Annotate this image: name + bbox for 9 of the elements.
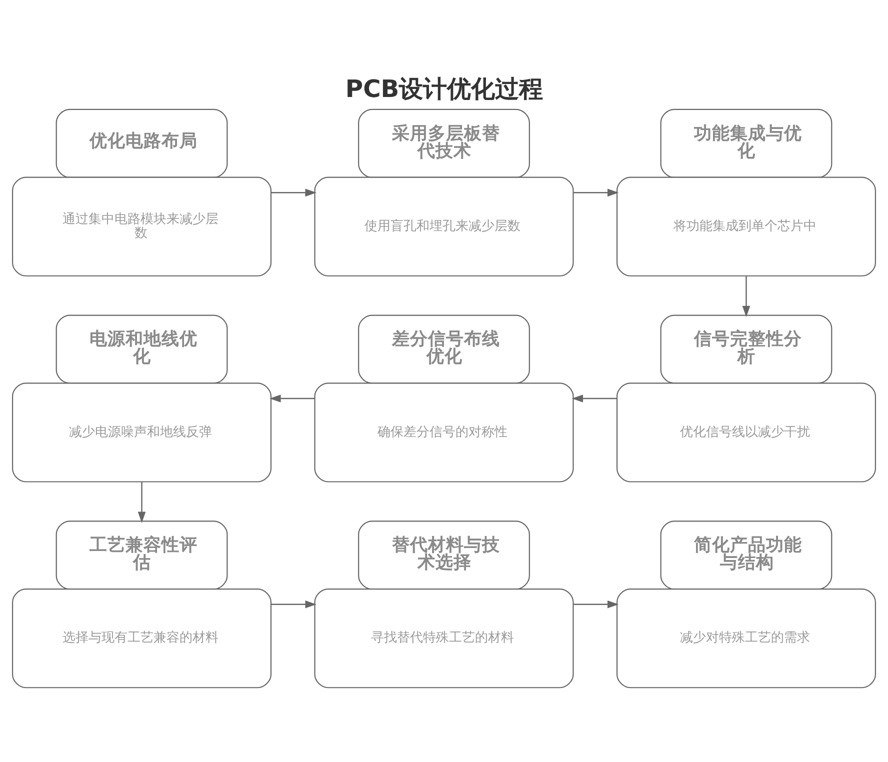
arrow	[574, 600, 619, 608]
arrow	[574, 188, 619, 197]
arrow	[742, 276, 750, 318]
diagram-title: PCB设计优化过程	[345, 74, 544, 103]
arrow	[271, 188, 316, 197]
arrow	[271, 600, 316, 608]
arrow	[270, 394, 315, 402]
arrow	[138, 482, 146, 523]
arrow	[572, 394, 617, 402]
